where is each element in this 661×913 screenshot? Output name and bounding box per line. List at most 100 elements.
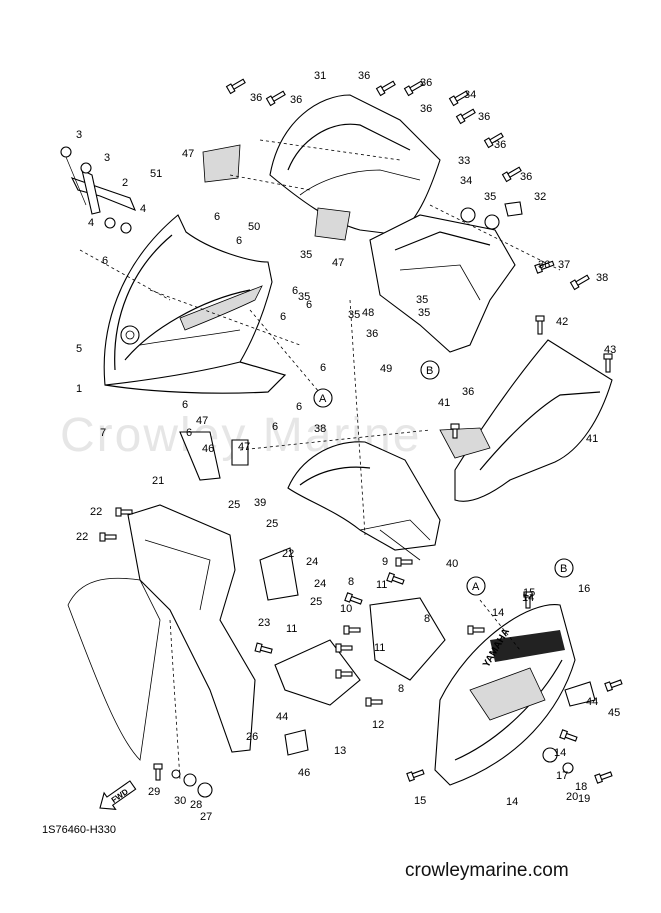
callout-number: 6 [296, 401, 302, 413]
callout-number: 36 [290, 94, 302, 106]
callout-number: 44 [276, 711, 288, 723]
callout-number: 35 [348, 309, 360, 321]
callout-number: 26 [246, 731, 258, 743]
small-parts [171, 431, 596, 798]
callout-number: 38 [314, 423, 326, 435]
callout-number: 36 [420, 103, 432, 115]
callout-number: 9 [382, 556, 388, 568]
front-cowling [103, 214, 287, 394]
callout-number: 50 [248, 221, 260, 233]
figure-code: 1S76460-H330 [42, 824, 117, 836]
callout-number: 25 [310, 596, 322, 608]
ref-circle-a-bottom [466, 576, 486, 596]
callout-number: 47 [238, 441, 250, 453]
callout-number: 42 [556, 316, 568, 328]
callout-number: 46 [202, 443, 214, 455]
callout-number: 6 [280, 311, 286, 323]
callout-number: 34 [464, 89, 476, 101]
callout-number: 4 [88, 217, 94, 229]
callout-number: 19 [578, 793, 590, 805]
ref-circle-b-bottom [554, 558, 574, 578]
callout-number: 8 [398, 683, 404, 695]
callout-number: 36 [366, 328, 378, 340]
callout-number: 6 [236, 235, 242, 247]
callout-number: 11 [286, 623, 297, 635]
callout-number: 37 [558, 259, 570, 271]
callout-number: 36 [250, 92, 262, 104]
callout-number: 6 [102, 255, 108, 267]
lower-front-cover [434, 604, 576, 786]
callout-number: 43 [604, 344, 616, 356]
ref-label-b-bottom: B [560, 563, 567, 575]
ref-label-a-bottom: A [472, 581, 480, 593]
callout-number: 34 [460, 175, 472, 187]
callout-number: 12 [372, 719, 384, 731]
bolts [99, 78, 623, 784]
callout-number: 44 [586, 696, 598, 708]
callout-number: 36 [462, 386, 474, 398]
callout-number: 35 [300, 249, 312, 261]
ref-circle-a-top [313, 388, 333, 408]
center-cover [287, 441, 441, 551]
callout-number: 4 [140, 203, 146, 215]
callout-number: 17 [556, 770, 568, 782]
callout-number: 36 [520, 171, 532, 183]
callout-number: 2 [122, 177, 128, 189]
callout-number: 36 [358, 70, 370, 82]
left-lower-cover [67, 504, 256, 761]
callout-number: 1 [76, 383, 82, 395]
callout-number: 11 [374, 642, 385, 654]
callout-number: 14 [554, 747, 566, 759]
callout-number: 25 [228, 499, 240, 511]
callout-number: 14 [492, 607, 504, 619]
callout-number: 40 [446, 558, 458, 570]
reference-markers: A B A B [313, 360, 574, 596]
callout-number: 33 [458, 155, 470, 167]
callout-number: 3 [104, 152, 110, 164]
callout-number: 23 [258, 617, 270, 629]
callout-number: 28 [190, 799, 202, 811]
callout-number: 6 [292, 285, 298, 297]
callout-number: 31 [314, 70, 326, 82]
callout-number: 13 [334, 745, 346, 757]
callout-number: 39 [254, 497, 266, 509]
callout-number: 8 [348, 576, 354, 588]
callout-number: 15 [414, 795, 426, 807]
callout-number: 27 [200, 811, 212, 823]
callout-number: 6 [182, 399, 188, 411]
website-label: crowleymarine.com [405, 860, 569, 881]
callout-number: 6 [306, 299, 312, 311]
callout-number: 49 [380, 363, 392, 375]
callout-number: 24 [306, 556, 318, 568]
callout-number: 36 [538, 259, 550, 271]
callout-number: 35 [484, 191, 496, 203]
callout-number: 14 [506, 796, 518, 808]
callout-number: 47 [196, 415, 208, 427]
callout-number: 48 [362, 307, 374, 319]
callout-number: 7 [100, 427, 106, 439]
bracket-assembly [60, 146, 137, 234]
callout-number: 6 [186, 427, 192, 439]
callout-number: 35 [298, 291, 310, 303]
callout-number: 41 [586, 433, 598, 445]
callout-number: 51 [150, 168, 162, 180]
callout-number: 5 [76, 343, 82, 355]
alignment-lines [79, 139, 561, 781]
callout-number: 24 [314, 578, 326, 590]
ref-label-b-top: B [426, 365, 433, 377]
callout-number: 22 [76, 531, 88, 543]
callout-number: 36 [420, 77, 432, 89]
inner-panel [369, 201, 523, 353]
callout-number: 29 [148, 786, 160, 798]
callout-number: 46 [298, 767, 310, 779]
callout-number: 11 [376, 579, 387, 591]
upper-panel [202, 94, 441, 241]
callout-number: 6 [214, 211, 220, 223]
callout-number: 3 [76, 129, 82, 141]
callout-number: 35 [416, 294, 428, 306]
callout-number: 10 [340, 603, 352, 615]
callout-number: 21 [152, 475, 164, 487]
callout-number: 6 [320, 362, 326, 374]
